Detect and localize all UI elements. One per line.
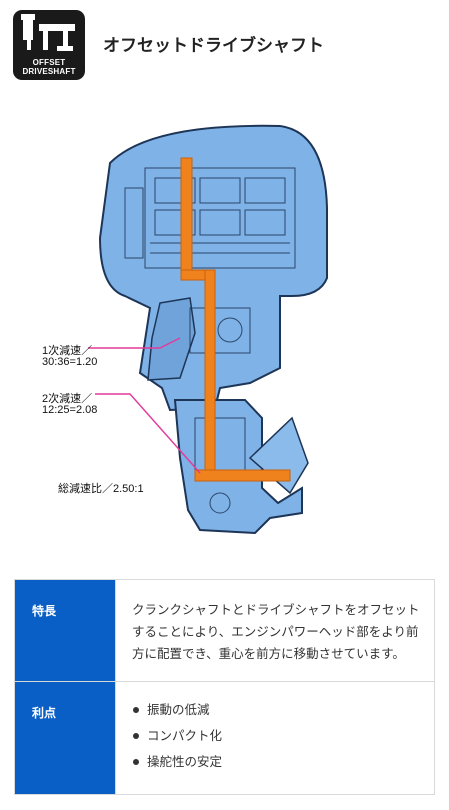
benefit-list: 振動の低減 コンパクト化 操舵性の安定 [132, 697, 420, 775]
secondary-reduction-ratio: 12:25=2.08 [42, 404, 98, 416]
feature-text: クランクシャフトとドライブシャフトをオフセットすることにより、エンジンパワーヘッ… [115, 579, 435, 682]
engine-cutaway-illustration [88, 124, 328, 535]
benefit-row: 利点 振動の低減 コンパクト化 操舵性の安定 [14, 681, 435, 795]
logo-text-line2: DRIVESHAFT [22, 67, 76, 76]
offset-driveshaft-logo: OFFSET DRIVESHAFT [13, 10, 85, 80]
primary-reduction-label: 1次減速 [42, 345, 82, 357]
feature-row: 特長 クランクシャフトとドライブシャフトをオフセットすることにより、エンジンパワ… [14, 579, 435, 682]
driveshaft-icon [21, 14, 75, 51]
spec-table: 特長 クランクシャフトとドライブシャフトをオフセットすることにより、エンジンパワ… [14, 579, 435, 795]
primary-reduction-ratio: 30:36=1.20 [42, 356, 98, 368]
list-item: コンパクト化 [132, 723, 420, 749]
total-reduction-ratio: 2.50:1 [113, 483, 144, 495]
logo-text-line1: OFFSET [32, 58, 66, 67]
outboard-cutaway-diagram: 1次減速／ 30:36=1.20 2次減速／ 12:25=2.08 総減速比／2… [30, 118, 340, 538]
page-title: オフセットドライブシャフト [103, 36, 324, 56]
total-reduction-label: 総減速比 [58, 483, 102, 495]
list-item: 振動の低減 [132, 697, 420, 723]
benefit-header: 利点 [14, 681, 116, 795]
secondary-reduction-label: 2次減速 [42, 393, 82, 405]
feature-header: 特長 [14, 579, 116, 682]
list-item: 操舵性の安定 [132, 749, 420, 775]
